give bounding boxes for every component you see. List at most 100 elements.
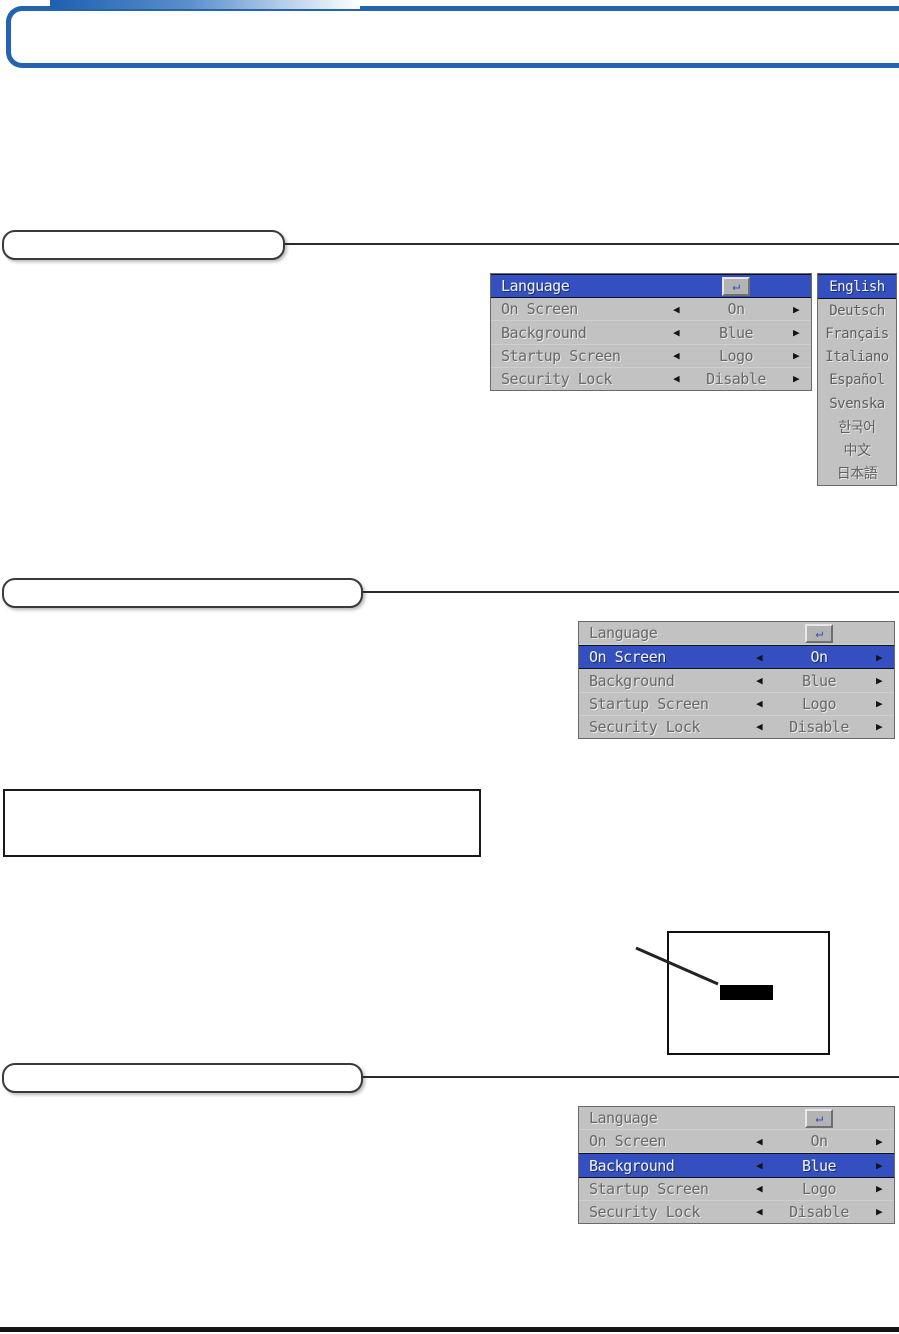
section-heading-pill-2 [2,578,363,608]
page-footer-rule [0,1327,899,1332]
left-arrow-icon: ◀ [755,697,763,711]
osd-row-startup-screen: Startup Screen ◀ Logo ▶ [579,1178,894,1201]
osd-row-language: Language ↵ [491,274,811,299]
osd-row-label: Background [589,671,675,690]
section-rule-3 [363,1076,899,1078]
osd-row-label: Security Lock [589,1202,700,1221]
osd-row-label: On Screen [501,300,578,319]
osd-row-background: Background ◀ Blue ▶ [579,669,894,693]
language-option-svenska: Svenska [829,395,885,412]
left-arrow-icon: ◀ [672,372,680,386]
osd-row-value: Logo [801,694,837,713]
osd-row-startup-screen: Startup Screen ◀ Logo ▶ [579,693,894,716]
language-option-english: English [818,274,896,300]
left-arrow-icon: ◀ [755,674,763,687]
left-arrow-icon: ◀ [672,302,680,316]
left-arrow-icon: ◀ [755,1159,763,1172]
osd-row-background: Background ◀ Blue ▶ [491,321,811,345]
on-screen-display-bar [720,985,773,1000]
osd-row-label: Background [589,1156,675,1175]
left-arrow-icon: ◀ [672,349,680,363]
right-arrow-icon: ▶ [792,372,800,386]
return-glyph: ↵ [815,625,823,641]
right-arrow-icon: ▶ [792,302,800,316]
right-arrow-icon: ▶ [875,697,883,711]
osd-row-security-lock: Security Lock ◀ Disable ▶ [579,1201,894,1223]
return-icon: ↵ [722,276,750,296]
osd-row-value: Disable [706,369,766,388]
right-arrow-icon: ▶ [875,1182,883,1196]
header-gradient-bar [50,0,360,9]
osd-row-value: On [810,648,828,667]
left-arrow-icon: ◀ [755,1182,763,1196]
osd-row-label: Startup Screen [589,1179,709,1198]
right-arrow-icon: ▶ [792,326,800,339]
right-arrow-icon: ▶ [875,674,883,687]
language-option-chinese: 中文 [843,443,872,460]
osd-row-value: On [810,1132,828,1151]
osd-row-label: On Screen [589,1132,666,1151]
return-icon: ↵ [805,1108,833,1128]
right-arrow-icon: ▶ [875,720,883,734]
osd-menu-language: Language ↵ On Screen ◀ On ▶ Background ◀… [490,273,812,391]
osd-row-label: Startup Screen [589,694,709,713]
return-icon: ↵ [805,623,833,643]
osd-row-label: Background [501,323,587,342]
language-option-espanol: Español [829,372,885,389]
left-arrow-icon: ◀ [755,720,763,734]
section-rule-1 [285,243,899,245]
section-heading-pill-1 [2,230,285,260]
right-arrow-icon: ▶ [875,1159,883,1172]
section-heading-pill-3 [2,1063,363,1093]
osd-row-background: Background ◀ Blue ▶ [579,1153,894,1178]
osd-row-on-screen: On Screen ◀ On ▶ [491,298,811,322]
osd-row-value: Disable [789,717,849,736]
right-arrow-icon: ▶ [875,650,883,664]
osd-row-value: Blue [801,671,837,690]
osd-row-label: Security Lock [501,369,612,388]
return-glyph: ↵ [815,1110,823,1126]
osd-row-language: Language ↵ [579,622,894,646]
osd-row-label: Language [501,277,570,296]
left-arrow-icon: ◀ [755,650,763,664]
right-arrow-icon: ▶ [875,1205,883,1219]
note-box [3,789,481,857]
osd-row-value: Blue [801,1156,837,1175]
osd-menu-background: Language ↵ On Screen ◀ On ▶ Background ◀… [578,1106,895,1224]
osd-row-value: Disable [789,1202,849,1221]
osd-row-value: Blue [718,323,754,342]
osd-row-startup-screen: Startup Screen ◀ Logo ▶ [491,345,811,368]
language-dropdown-list: English Deutsch Français Italiano Españo… [817,273,897,486]
language-option-francais: Français [825,326,889,343]
osd-row-value: ↵ [768,1108,870,1128]
left-arrow-icon: ◀ [672,326,680,339]
callout-line [635,946,719,986]
language-option-italiano: Italiano [825,349,889,366]
osd-row-label: Language [589,624,658,643]
osd-row-value: ↵ [768,623,870,643]
osd-row-label: Language [589,1109,658,1128]
osd-row-language: Language ↵ [579,1107,894,1131]
left-arrow-icon: ◀ [755,1134,763,1148]
language-option-japanese: 日本語 [836,466,878,483]
right-arrow-icon: ▶ [792,349,800,363]
osd-menu-on-screen: Language ↵ On Screen ◀ On ▶ Background ◀… [578,621,895,739]
right-arrow-icon: ▶ [875,1134,883,1148]
osd-row-on-screen: On Screen ◀ On ▶ [579,645,894,670]
osd-row-security-lock: Security Lock ◀ Disable ▶ [579,716,894,738]
osd-row-value: Logo [718,346,754,365]
osd-row-label: Security Lock [589,717,700,736]
osd-row-on-screen: On Screen ◀ On ▶ [579,1130,894,1154]
language-option-deutsch: Deutsch [829,302,885,319]
return-glyph: ↵ [732,278,740,294]
osd-row-value: On [727,300,745,319]
osd-row-label: On Screen [589,648,666,667]
header-outline [6,6,899,68]
osd-row-label: Startup Screen [501,346,621,365]
left-arrow-icon: ◀ [755,1205,763,1219]
section-rule-2 [363,591,899,593]
osd-row-security-lock: Security Lock ◀ Disable ▶ [491,368,811,390]
osd-row-value: Logo [801,1179,837,1198]
language-option-korean: 한국어 [838,419,876,436]
